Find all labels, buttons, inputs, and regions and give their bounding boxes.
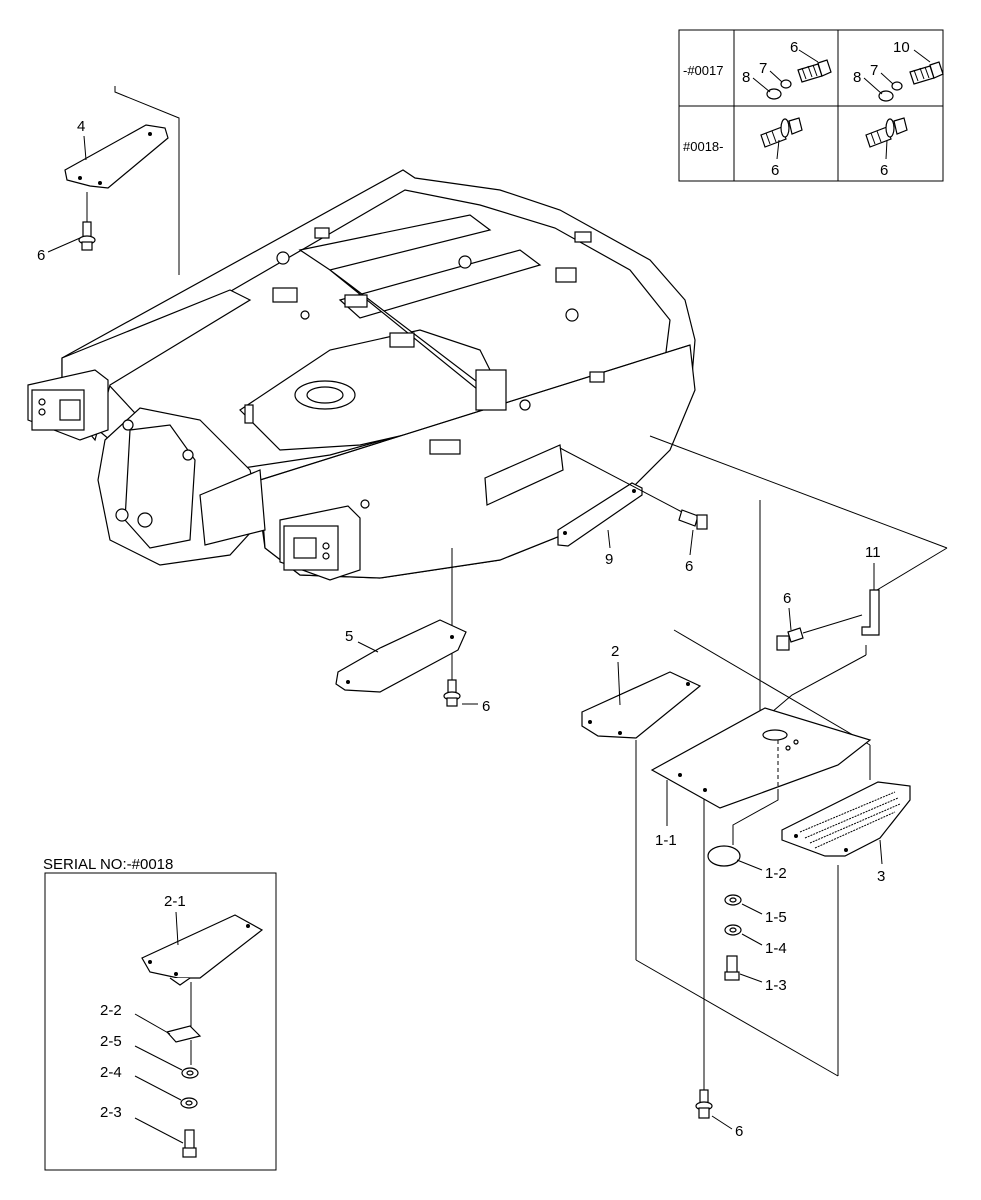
lamp-housing-left	[27, 369, 109, 441]
inset-label-2-3: 2-3	[100, 1104, 122, 1121]
bolt-icon	[695, 1089, 713, 1119]
bolt-icon	[776, 627, 804, 651]
label-part-6: 6	[735, 1123, 743, 1140]
bolt-icon	[909, 61, 944, 85]
cover-part-5: 5 6	[335, 548, 490, 715]
flange-bolt-icon	[760, 117, 803, 148]
legend-range-row-1: -#0017	[683, 63, 723, 78]
label-part-3: 3	[877, 868, 885, 885]
bolt-icon	[182, 1129, 197, 1158]
grille-part-3	[781, 781, 911, 857]
label-part-1-4: 1-4	[765, 940, 787, 957]
label-part-6: 6	[37, 247, 45, 264]
bolt-icon	[78, 221, 96, 251]
bolt-icon	[678, 509, 708, 530]
legend-part-8: 8	[742, 69, 750, 86]
inset-label-2-4: 2-4	[100, 1064, 122, 1081]
legend-part-8: 8	[853, 69, 861, 86]
legend-part-6: 6	[771, 162, 779, 179]
inset-label-2-2: 2-2	[100, 1002, 122, 1019]
washer-icon	[780, 79, 792, 89]
label-part-9: 9	[605, 551, 613, 568]
cap-part-1-2	[707, 845, 741, 867]
legend-table: -#0017 #0018- 6 7 8 10 7 8	[678, 29, 944, 182]
legend-part-7: 7	[870, 62, 878, 79]
label-part-1-5: 1-5	[765, 909, 787, 926]
legend-part-6: 6	[790, 39, 798, 56]
inset-label-2-5: 2-5	[100, 1033, 122, 1050]
label-part-1-2: 1-2	[765, 865, 787, 882]
boom-bracket	[97, 407, 266, 566]
washer-icon	[878, 90, 894, 102]
flange-bolt-icon	[865, 117, 908, 148]
label-part-4: 4	[77, 118, 85, 135]
washer-icon	[891, 81, 903, 91]
label-part-5: 5	[345, 628, 353, 645]
label-part-1-1: 1-1	[655, 832, 677, 849]
legend-part-10: 10	[893, 39, 910, 56]
washer-icon	[766, 88, 782, 100]
label-part-1-3: 1-3	[765, 977, 787, 994]
lamp-housing-right	[279, 505, 361, 581]
bolt-icon	[724, 955, 740, 981]
legend-part-6: 6	[880, 162, 888, 179]
bolt-icon	[443, 679, 461, 707]
cover-part-9: 9 6	[557, 447, 708, 575]
label-part-6: 6	[685, 558, 693, 575]
inset-border	[44, 872, 277, 1171]
bracket-part-11: 11 6	[649, 435, 948, 740]
serial-inset: SERIAL NO:-#0018 2-1 2-2 2-5 2-4 2-3	[43, 856, 277, 1171]
label-part-6: 6	[783, 590, 791, 607]
cover-part-4: 4 6	[37, 86, 180, 275]
bolt-icon	[797, 59, 832, 83]
label-part-2: 2	[611, 643, 619, 660]
inset-title: SERIAL NO:-#0018	[43, 856, 173, 873]
legend-part-7: 7	[759, 60, 767, 77]
label-part-11: 11	[865, 544, 881, 561]
label-part-6: 6	[482, 698, 490, 715]
cover-assembly: 2 1-1 1-2 1-5 1-4 1-3	[581, 500, 911, 1140]
inset-label-2-1: 2-1	[164, 893, 186, 910]
upper-frame	[27, 169, 696, 581]
legend-range-row-2: #0018-	[683, 139, 723, 154]
